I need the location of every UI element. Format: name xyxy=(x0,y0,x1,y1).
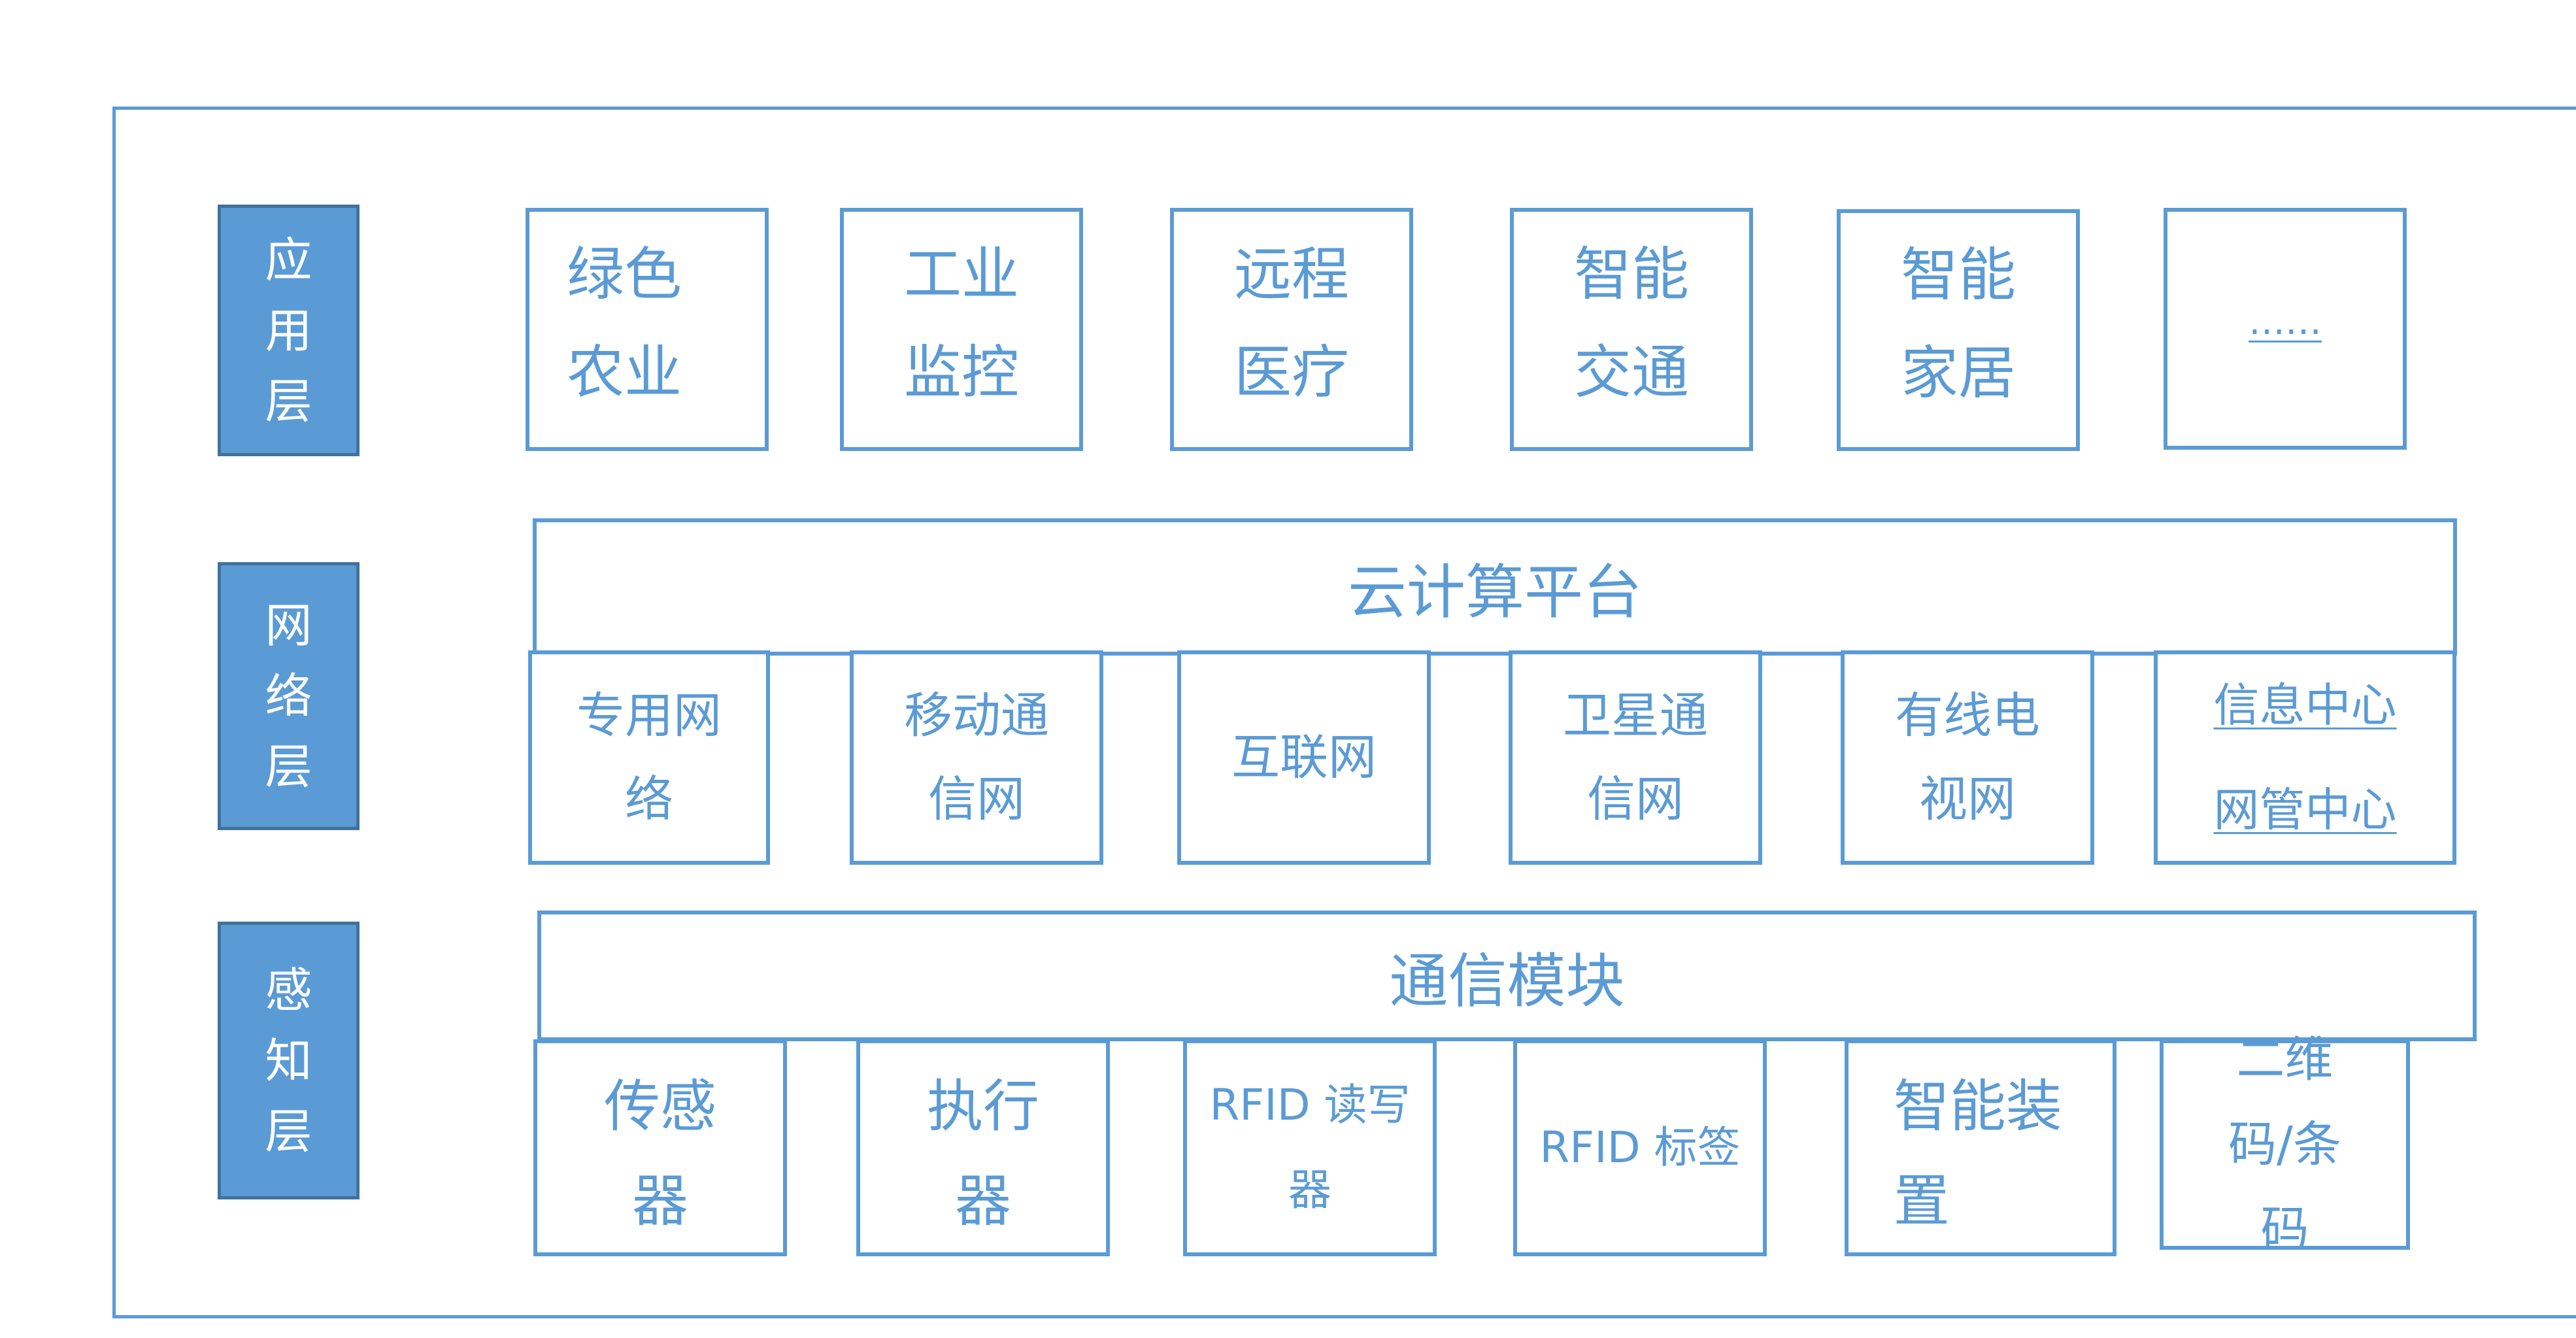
net-item-label: 有线电视网 xyxy=(1894,688,2040,828)
layer-network: 网络层 xyxy=(218,562,360,830)
net-item-label: 互联网 xyxy=(1231,729,1377,786)
net-item-label: 信息中心网管中心 xyxy=(2213,678,2397,837)
layer-perception: 感知层 xyxy=(218,922,360,1199)
app-item-label: 远程医疗 xyxy=(1233,241,1349,406)
net-item-info-center: 信息中心网管中心 xyxy=(2154,650,2456,865)
sense-item-label: 智能装置 xyxy=(1893,1074,2062,1234)
sense-item-sensor: 传感器 xyxy=(533,1039,787,1256)
net-item-label: 卫星通信网 xyxy=(1562,688,1708,828)
net-item-satellite-network: 卫星通信网 xyxy=(1509,650,1762,865)
app-item-telemedicine: 远程医疗 xyxy=(1170,208,1413,451)
net-item-mobile-network: 移动通信网 xyxy=(850,650,1103,865)
comm-module-box: 通信模块 xyxy=(537,911,2477,1041)
layer-perception-label: 感知层 xyxy=(265,962,312,1159)
sense-item-qr-barcode: 二维码/条码 xyxy=(2160,1031,2410,1258)
app-item-label: 智能家居 xyxy=(1900,241,2016,407)
app-item-intelligent-traffic: 智能交通 xyxy=(1510,208,1753,451)
sense-item-smart-device: 智能装置 xyxy=(1845,1039,2116,1256)
app-item-green-agriculture: 绿色农业 xyxy=(526,208,769,451)
app-item-industrial-monitoring: 工业监控 xyxy=(840,208,1083,451)
cloud-platform-label: 云计算平台 xyxy=(1348,558,1642,627)
layer-network-label: 网络层 xyxy=(265,598,312,794)
net-item-label: 移动通信网 xyxy=(903,688,1049,828)
app-item-more: …… xyxy=(2164,208,2407,450)
architecture-frame xyxy=(112,107,2576,1318)
app-item-smart-home: 智能家居 xyxy=(1837,209,2080,451)
net-item-label: 专用网络 xyxy=(576,688,722,828)
sense-item-label: 传感器 xyxy=(604,1074,716,1234)
sense-item-label: RFID 标签 xyxy=(1539,1122,1741,1173)
app-item-label: 工业监控 xyxy=(903,241,1019,406)
sense-item-actuator: 执行器 xyxy=(856,1039,1110,1256)
layer-application-label: 应用层 xyxy=(265,232,312,429)
net-item-private-network: 专用网络 xyxy=(528,650,770,865)
sense-item-label: 执行器 xyxy=(927,1074,1039,1234)
app-item-label: …… xyxy=(2249,301,2322,343)
sense-item-rfid-tag: RFID 标签 xyxy=(1513,1039,1767,1256)
sense-item-label: RFID 读写器 xyxy=(1209,1080,1411,1215)
layer-application: 应用层 xyxy=(218,205,360,456)
comm-module-label: 通信模块 xyxy=(1389,947,1625,1016)
sense-item-label: 二维码/条码 xyxy=(2228,1031,2341,1258)
app-item-label: 智能交通 xyxy=(1573,241,1689,406)
net-item-cable-tv-network: 有线电视网 xyxy=(1841,650,2094,865)
sense-item-rfid-reader: RFID 读写器 xyxy=(1183,1039,1437,1256)
cloud-platform-box: 云计算平台 xyxy=(533,518,2457,656)
net-item-internet: 互联网 xyxy=(1177,650,1431,865)
app-item-label: 绿色农业 xyxy=(566,241,682,406)
